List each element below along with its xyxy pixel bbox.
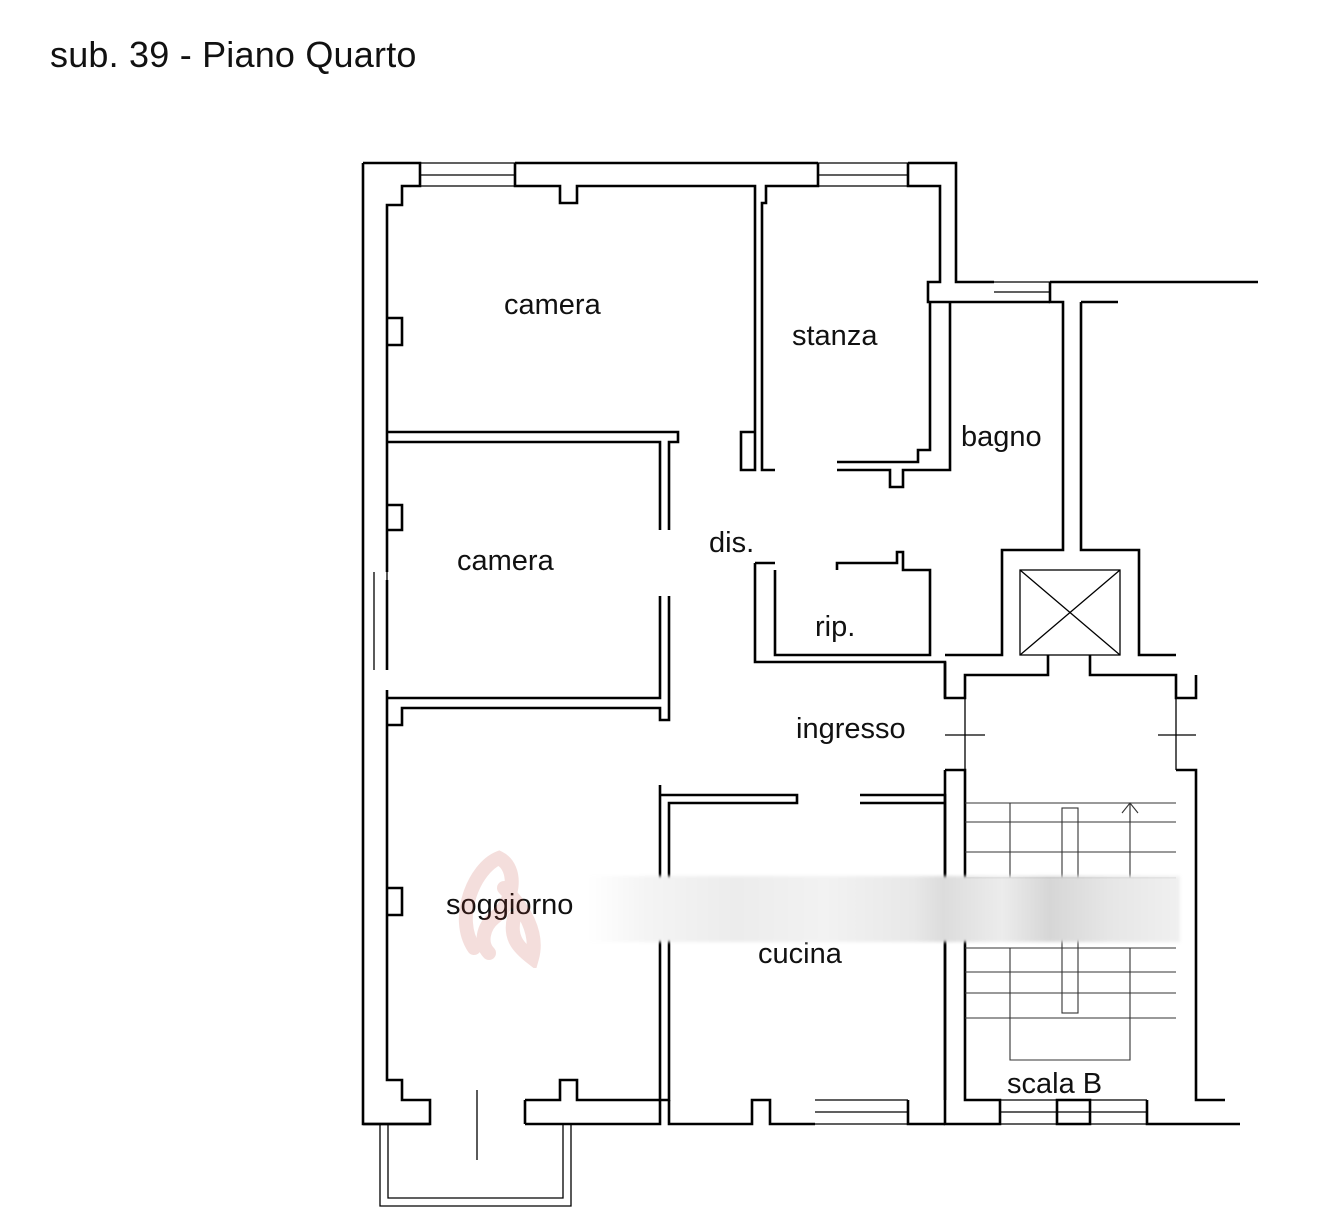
label-camera-top: camera xyxy=(504,289,602,321)
door-marks xyxy=(945,698,1196,770)
redacted-strip xyxy=(588,876,1180,942)
label-soggiorno: soggiorno xyxy=(446,889,573,921)
label-cucina: cucina xyxy=(758,938,843,970)
label-bagno: bagno xyxy=(961,421,1042,453)
room-labels: camera stanza bagno camera dis. rip. ing… xyxy=(446,289,1102,1100)
label-stanza: stanza xyxy=(792,320,878,352)
elevator-shaft xyxy=(1019,569,1121,656)
label-camera-mid: camera xyxy=(457,545,555,577)
label-rip: rip. xyxy=(815,611,855,643)
label-scala: scala B xyxy=(1007,1068,1102,1100)
balcony xyxy=(379,1090,572,1207)
label-ingresso: ingresso xyxy=(796,713,906,745)
watermark-logo-icon xyxy=(458,850,541,968)
page-title: sub. 39 - Piano Quarto xyxy=(50,34,417,75)
outer-walls xyxy=(361,161,1258,1126)
label-dis: dis. xyxy=(709,527,754,559)
